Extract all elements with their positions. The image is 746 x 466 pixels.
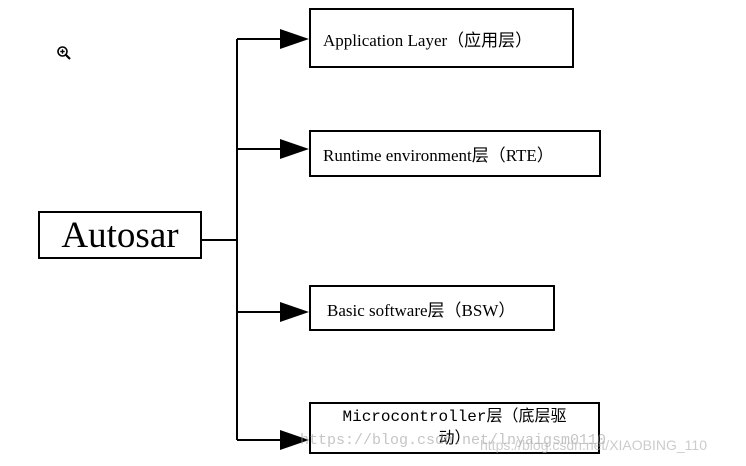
microcontroller-layer-label-line1: Microcontroller层（底层驱 <box>342 408 567 426</box>
arrowhead-mcal <box>280 430 309 450</box>
arrowhead-app <box>280 29 309 49</box>
rte-layer-box: Runtime environment层（RTE） <box>309 130 601 177</box>
application-layer-box: Application Layer（应用层） <box>309 8 574 68</box>
zoom-in-icon <box>57 46 71 60</box>
arrowhead-bsw <box>280 302 309 322</box>
watermark-url: https://blog.csdn.net/lnyaigsm0110 <box>300 432 607 449</box>
microcontroller-layer-box: Microcontroller层（底层驱 动） <box>309 402 600 454</box>
rte-layer-label: Runtime environment层（RTE） <box>323 146 554 165</box>
autosar-root-label: Autosar <box>61 214 179 256</box>
watermark-author: https://blog.csdn.net/XIAOBING_110 <box>480 437 707 453</box>
bsw-layer-label: Basic software层（BSW） <box>327 300 516 320</box>
application-layer-label: Application Layer（应用层） <box>323 30 533 50</box>
autosar-root-box: Autosar <box>38 211 202 259</box>
microcontroller-layer-label-line2: 动） <box>438 430 471 448</box>
arrowhead-rte <box>280 139 309 159</box>
bsw-layer-box: Basic software层（BSW） <box>309 285 555 331</box>
